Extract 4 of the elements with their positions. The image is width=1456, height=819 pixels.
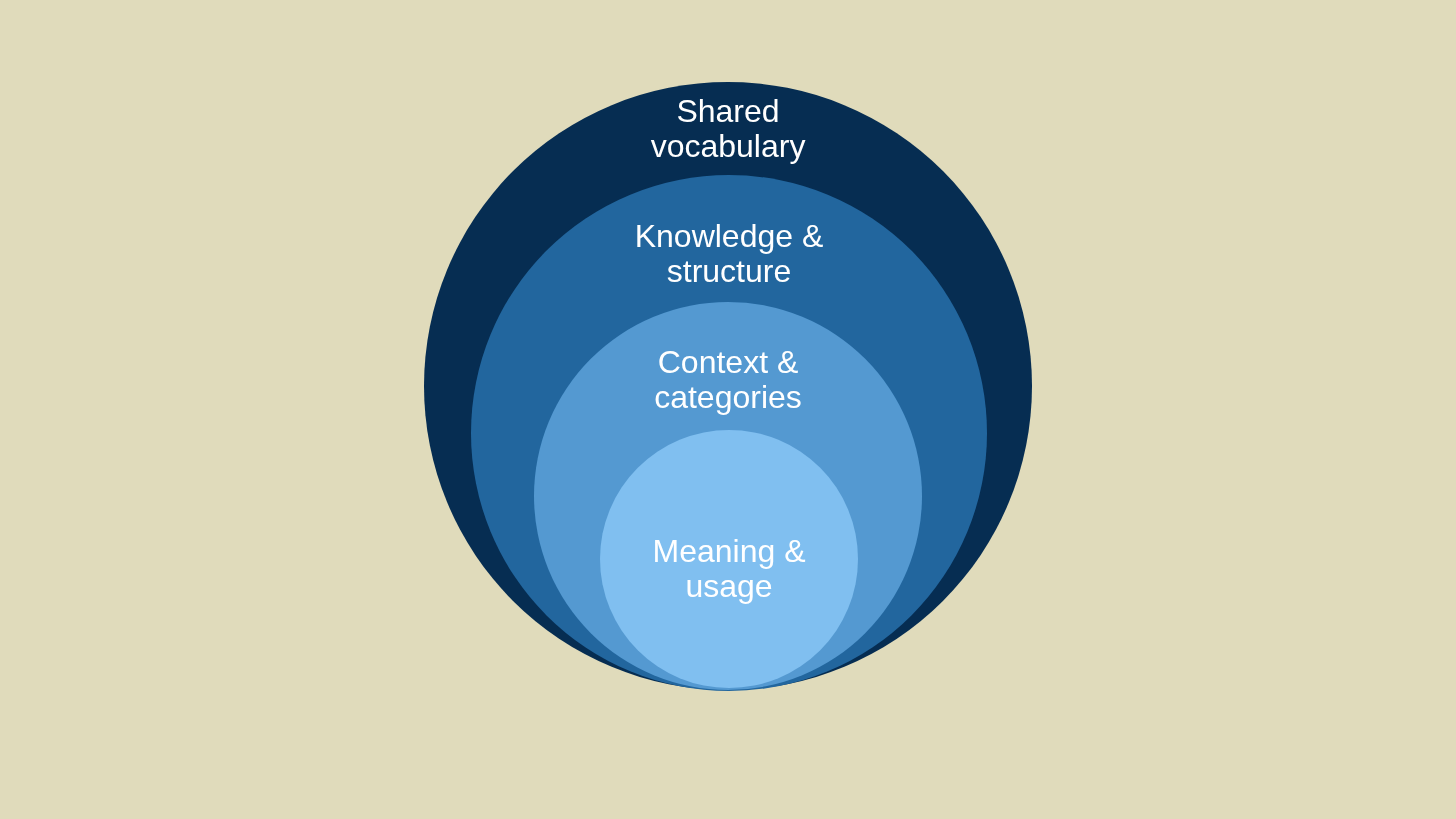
layer-label: Context & categories [653,345,803,415]
layer-label: Meaning & usage [651,534,807,604]
layer-label: Knowledge & structure [633,219,825,289]
layer-label: Shared vocabulary [649,94,807,164]
